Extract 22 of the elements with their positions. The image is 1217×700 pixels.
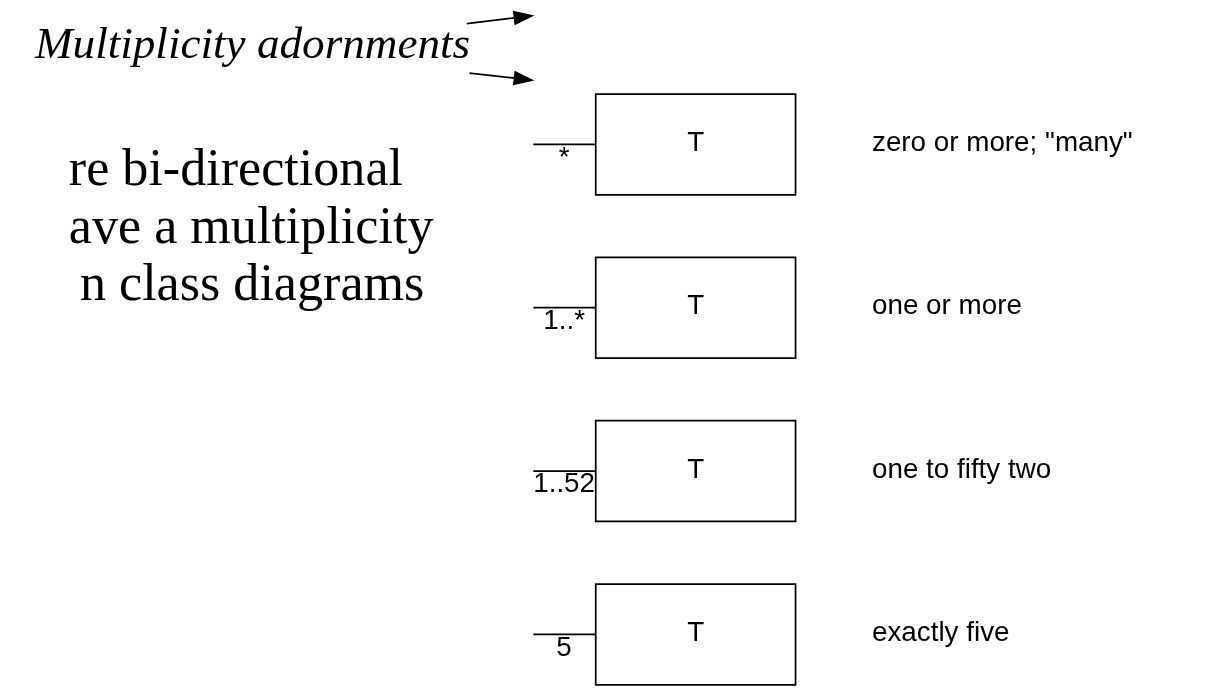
label: n class diagrams	[79, 253, 424, 311]
connector	[531, 470, 596, 472]
node-box: T	[594, 93, 796, 196]
connector	[531, 143, 596, 146]
node-box: T	[594, 419, 796, 523]
edge-label: 5	[555, 630, 572, 662]
edge-label: *	[558, 140, 570, 172]
label: ave a multiplicity	[68, 196, 434, 254]
arrow	[468, 70, 534, 86]
label: re bi-directional	[68, 139, 403, 197]
node-box: T	[594, 256, 796, 359]
arrow	[465, 10, 534, 26]
edge-label: 1..*	[542, 304, 585, 336]
node-text: Multiplicity adornments	[34, 18, 470, 69]
edge-label: 1..52	[532, 467, 595, 499]
connector	[531, 633, 596, 636]
node-label: exactly five	[871, 616, 1010, 648]
node-label: zero or more; "many"	[871, 126, 1133, 157]
node-label: one or more	[871, 289, 1022, 321]
connector	[531, 306, 596, 309]
node-label: one to fifty two	[871, 452, 1051, 484]
node-box: T	[594, 583, 796, 686]
